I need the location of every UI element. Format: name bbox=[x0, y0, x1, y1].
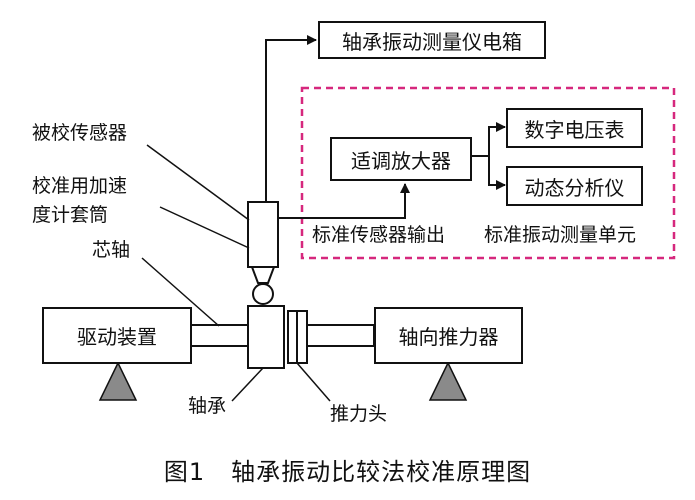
leader-calibrated-sensor bbox=[146, 144, 250, 221]
accel-sleeve-label-1: 校准用加速 bbox=[32, 175, 128, 197]
amplifier-box: 适调放大器 bbox=[330, 137, 472, 181]
leader-thrust-head bbox=[296, 362, 331, 402]
figure-caption: 图1 轴承振动比较法校准原理图 bbox=[0, 452, 695, 487]
instrument-box-label: 轴承振动测量仪电箱 bbox=[342, 29, 522, 54]
sensor-to-instrument-line bbox=[265, 35, 317, 202]
drive-device-box: 驱动装置 bbox=[42, 307, 192, 364]
standard-sensor-output-label: 标准传感器输出 bbox=[312, 224, 446, 246]
instrument-box: 轴承振动测量仪电箱 bbox=[318, 21, 546, 59]
contact-ball bbox=[252, 283, 274, 305]
figure-title: 轴承振动比较法校准原理图 bbox=[231, 458, 532, 486]
left-support bbox=[98, 361, 138, 401]
right-support bbox=[428, 361, 468, 401]
thrust-head-label: 推力头 bbox=[330, 403, 388, 425]
branch-to-voltmeter bbox=[488, 122, 506, 156]
leader-accel-sleeve bbox=[159, 206, 250, 249]
drive-device-label: 驱动装置 bbox=[77, 325, 157, 349]
sensor-nose bbox=[250, 266, 276, 284]
bearing-label: 轴承 bbox=[188, 395, 227, 417]
amplifier-label: 适调放大器 bbox=[351, 148, 451, 173]
digital-voltmeter-box: 数字电压表 bbox=[506, 108, 643, 148]
figure-number: 图1 bbox=[163, 458, 206, 486]
accel-sleeve-label-2: 度计套筒 bbox=[32, 204, 109, 226]
mandrel-right bbox=[306, 324, 375, 347]
standard-output-arrow bbox=[276, 183, 410, 219]
leader-bearing bbox=[231, 367, 264, 402]
axial-thrust-label: 轴向推力器 bbox=[398, 325, 499, 349]
leader-mandrel bbox=[141, 257, 220, 327]
mandrel-label: 芯轴 bbox=[92, 239, 131, 261]
branch-to-analyzer bbox=[488, 156, 506, 190]
calibrated-sensor-body bbox=[247, 201, 279, 268]
standard-unit-label: 标准振动测量单元 bbox=[484, 224, 637, 246]
digital-voltmeter-label: 数字电压表 bbox=[524, 117, 625, 142]
axial-thrust-box: 轴向推力器 bbox=[374, 307, 523, 364]
calibrated-sensor-label: 被校传感器 bbox=[32, 122, 128, 144]
mandrel-left bbox=[190, 324, 249, 347]
dynamic-analyzer-label: 动态分析仪 bbox=[524, 175, 625, 200]
standard-unit-border bbox=[300, 86, 676, 260]
bearing-body bbox=[247, 305, 285, 369]
dynamic-analyzer-box: 动态分析仪 bbox=[506, 166, 643, 206]
